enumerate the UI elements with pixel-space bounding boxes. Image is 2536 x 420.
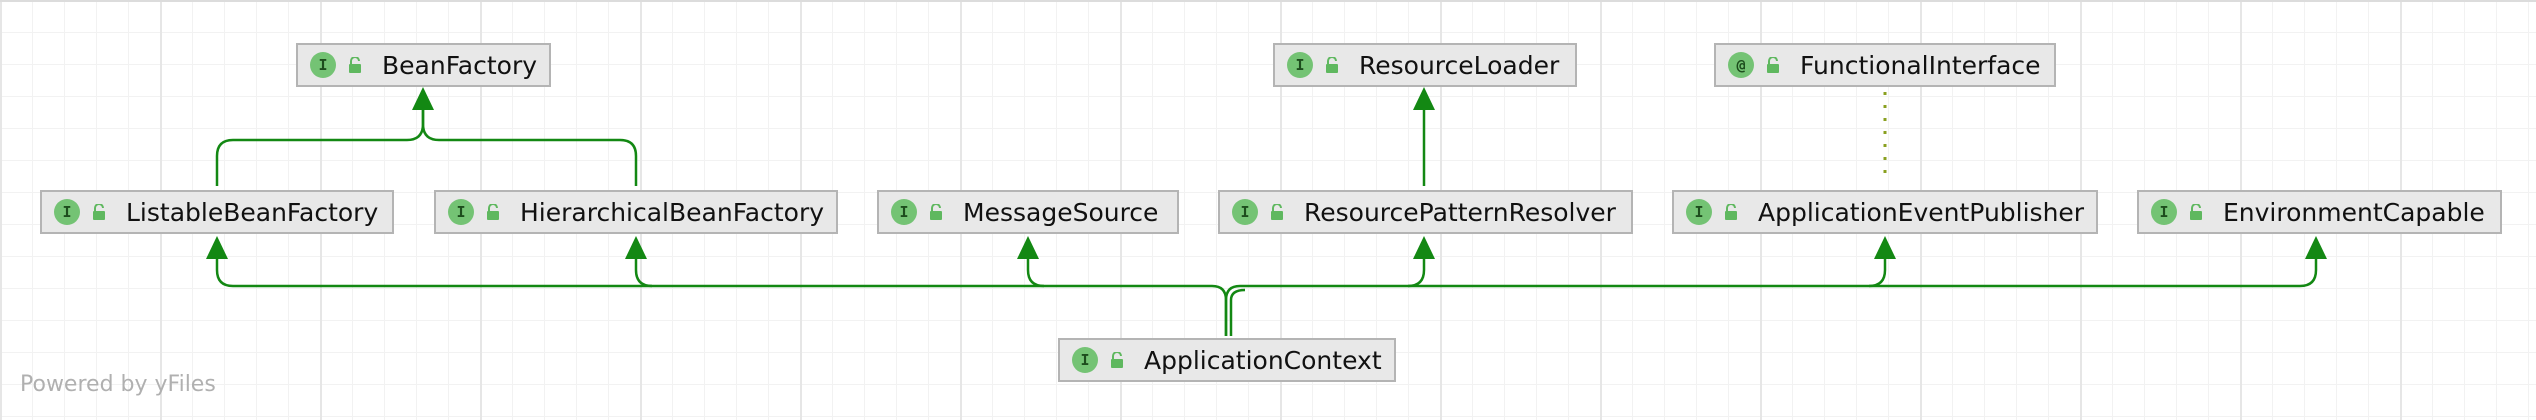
node-label: ResourceLoader <box>1359 50 1560 80</box>
node-label: FunctionalInterface <box>1800 50 2041 80</box>
node-functional-interface[interactable]: @ FunctionalInterface <box>1714 43 2056 87</box>
interface-badge-icon: I <box>54 199 80 225</box>
edge-context-to-environment <box>1224 256 2318 336</box>
node-application-event-publisher[interactable]: I ApplicationEventPublisher <box>1672 190 2098 234</box>
arrowhead-messagesource <box>1017 236 1039 259</box>
arrowhead-environment <box>2305 236 2327 259</box>
arrowhead-beanfactory <box>412 87 434 110</box>
node-application-context[interactable]: I ApplicationContext <box>1058 338 1396 382</box>
edge-hierarchical-to-beanfactory <box>421 106 638 186</box>
unlock-icon <box>1725 204 1737 220</box>
node-hierarchical-bean-factory[interactable]: I HierarchicalBeanFactory <box>434 190 838 234</box>
unlock-icon <box>349 57 361 73</box>
node-label: MessageSource <box>963 197 1159 227</box>
arrowhead-publisher <box>1874 236 1896 259</box>
interface-badge-icon: I <box>1686 199 1712 225</box>
unlock-icon <box>2190 204 2202 220</box>
interface-badge-icon: I <box>1232 199 1258 225</box>
node-resource-pattern-resolver[interactable]: I ResourcePatternResolver <box>1218 190 1633 234</box>
arrowhead-hierarchical <box>625 236 647 259</box>
node-environment-capable[interactable]: I EnvironmentCapable <box>2137 190 2502 234</box>
arrowhead-resourceloader <box>1413 87 1435 110</box>
node-label: ListableBeanFactory <box>126 197 379 227</box>
annotation-badge-icon: @ <box>1728 52 1754 78</box>
node-bean-factory[interactable]: I BeanFactory <box>296 43 551 87</box>
edge-context-trunk-second <box>1229 288 1246 336</box>
unlock-icon <box>93 204 105 220</box>
node-label: ApplicationContext <box>1144 345 1382 375</box>
unlock-icon <box>487 204 499 220</box>
unlock-icon <box>930 204 942 220</box>
arrowhead-listable <box>206 236 228 259</box>
interface-badge-icon: I <box>448 199 474 225</box>
node-label: EnvironmentCapable <box>2223 197 2485 227</box>
node-listable-bean-factory[interactable]: I ListableBeanFactory <box>40 190 394 234</box>
node-resource-loader[interactable]: I ResourceLoader <box>1273 43 1577 87</box>
edge-listable-to-beanfactory <box>215 106 425 186</box>
node-label: HierarchicalBeanFactory <box>520 197 825 227</box>
interface-badge-icon: I <box>310 52 336 78</box>
edge-context-to-listable <box>215 256 1228 336</box>
unlock-icon <box>1326 57 1338 73</box>
interface-badge-icon: I <box>2151 199 2177 225</box>
node-label: ResourcePatternResolver <box>1304 197 1616 227</box>
edge-context-to-hierarchical <box>634 256 653 288</box>
unlock-icon <box>1767 57 1779 73</box>
edge-context-to-publisher <box>1868 256 1887 288</box>
interface-badge-icon: I <box>1287 52 1313 78</box>
interface-badge-icon: I <box>891 199 917 225</box>
edge-context-to-resolver <box>1407 256 1426 288</box>
unlock-icon <box>1271 204 1283 220</box>
arrowhead-resolver <box>1413 236 1435 259</box>
node-label: ApplicationEventPublisher <box>1758 197 2085 227</box>
unlock-icon <box>1111 352 1123 368</box>
node-message-source[interactable]: I MessageSource <box>877 190 1179 234</box>
edge-context-to-messagesource <box>1026 256 1045 288</box>
powered-by-text: Powered by yFiles <box>20 372 216 397</box>
node-label: BeanFactory <box>382 50 538 80</box>
interface-badge-icon: I <box>1072 347 1098 373</box>
